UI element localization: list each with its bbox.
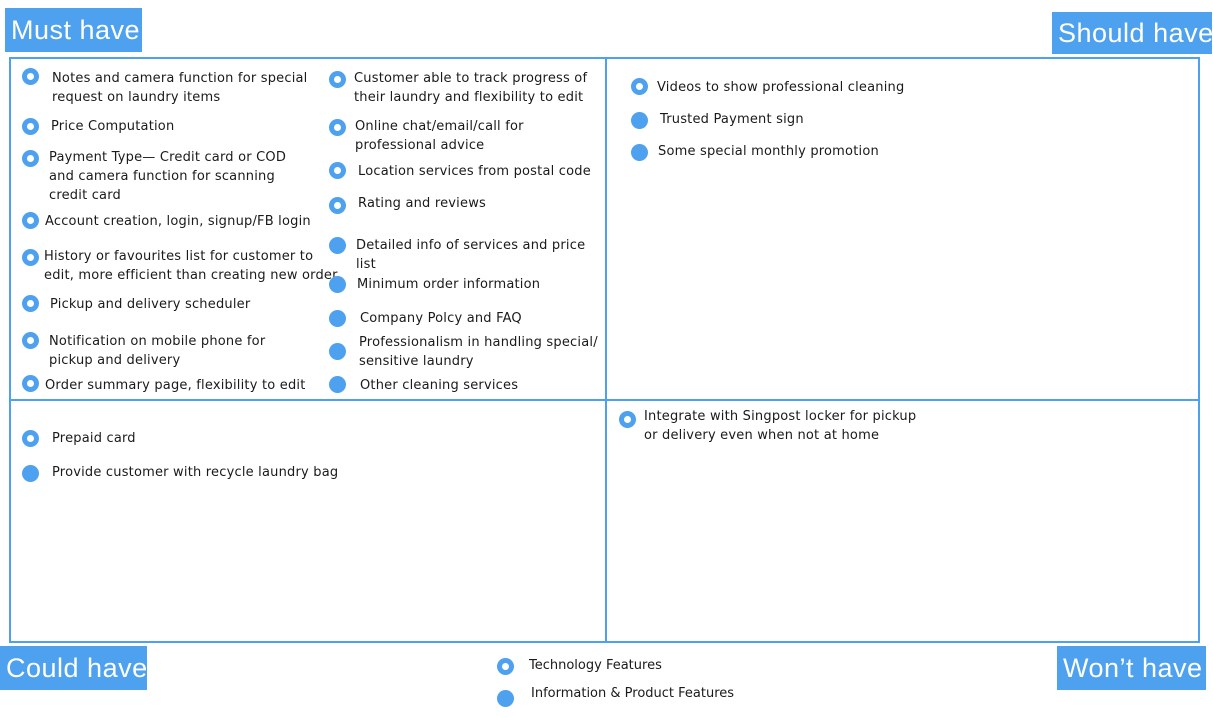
wont-item: Integrate with Singpost locker for picku…: [644, 407, 916, 445]
must-col2-item: Minimum order information: [357, 275, 540, 294]
must-have-label: Must have: [5, 8, 142, 52]
should-item: Videos to show professional cleaning: [657, 78, 904, 97]
should-item: Some special monthly promotion: [658, 142, 879, 161]
must-col2-item: Company Polcy and FAQ: [360, 309, 522, 328]
should-item-text: Some special monthly promotion: [658, 144, 879, 159]
must-col2-item: Online chat/email/call for professional …: [355, 117, 524, 155]
must-col2-item: Professionalism in handling special/ sen…: [359, 333, 598, 371]
tech-feature-bullet-icon: [619, 411, 636, 428]
must-col1-item-text: History or favourites list for customer …: [44, 249, 338, 283]
tech-feature-bullet-icon: [329, 71, 346, 88]
must-col2-item-text: Other cleaning services: [360, 378, 519, 393]
info-feature-bullet-icon: [631, 144, 648, 161]
tech-feature-bullet-icon: [329, 119, 346, 136]
tech-feature-bullet-icon: [22, 249, 39, 266]
could-item-text: Provide customer with recycle laundry ba…: [52, 465, 339, 480]
wont-have-label: Won’t have: [1057, 646, 1206, 690]
tech-feature-bullet-icon: [631, 78, 648, 95]
must-col1-item-text: Price Computation: [51, 119, 175, 134]
must-col2-item: Customer able to track progress of their…: [354, 69, 587, 107]
info-feature-bullet-icon: [329, 310, 346, 327]
tech-feature-bullet-icon: [22, 295, 39, 312]
should-have-label: Should have: [1052, 12, 1213, 54]
must-col1-item-text: Notification on mobile phone for pickup …: [49, 334, 266, 368]
must-col2-item-text: Location services from postal code: [358, 164, 591, 179]
must-col1-item: History or favourites list for customer …: [44, 247, 338, 285]
could-item-text: Prepaid card: [52, 431, 136, 446]
info-feature-bullet-icon: [329, 376, 346, 393]
tech-feature-bullet-icon: [329, 162, 346, 179]
moscow-matrix: [9, 57, 1200, 643]
must-col1-item-text: Notes and camera function for special re…: [52, 71, 308, 105]
info-feature-bullet-icon: [631, 112, 648, 129]
must-col2-item-text: Minimum order information: [357, 277, 541, 292]
must-col2-item-text: Rating and reviews: [358, 196, 487, 211]
tech-feature-bullet-icon: [22, 212, 39, 229]
must-col1-item: Notification on mobile phone for pickup …: [49, 332, 265, 370]
must-col2-item: Other cleaning services: [360, 376, 518, 395]
must-col2-item-text: Online chat/email/call for professional …: [355, 119, 524, 153]
legend-info-label: Information & Product Features: [531, 686, 735, 701]
legend-tech-bullet-icon: [497, 658, 514, 675]
must-col2-item-text: Customer able to track progress of their…: [354, 71, 588, 105]
must-col2-item-text: Company Polcy and FAQ: [360, 311, 522, 326]
tech-feature-bullet-icon: [22, 150, 39, 167]
vertical-divider: [605, 59, 607, 641]
tech-feature-bullet-icon: [22, 68, 39, 85]
must-col1-item: Account creation, login, signup/FB login: [45, 212, 311, 231]
info-feature-bullet-icon: [329, 237, 346, 254]
must-col1-item: Notes and camera function for special re…: [52, 69, 308, 107]
horizontal-divider: [11, 399, 1198, 401]
should-item-text: Videos to show professional cleaning: [657, 80, 905, 95]
tech-feature-bullet-icon: [22, 375, 39, 392]
tech-feature-bullet-icon: [22, 332, 39, 349]
tech-feature-bullet-icon: [329, 197, 346, 214]
must-col2-item: Detailed info of services and price list: [356, 236, 585, 274]
legend-info-bullet-icon: [497, 690, 514, 707]
should-item: Trusted Payment sign: [660, 110, 804, 129]
must-col1-item-text: Payment Type— Credit card or COD and cam…: [49, 150, 287, 203]
must-col2-item: Rating and reviews: [358, 194, 486, 213]
must-col1-item: Order summary page, flexibility to edit: [45, 376, 306, 395]
must-col1-item-text: Order summary page, flexibility to edit: [45, 378, 306, 393]
legend-tech-label: Technology Features: [529, 658, 662, 673]
must-col1-item: Price Computation: [51, 117, 174, 136]
could-item: Prepaid card: [52, 429, 136, 448]
info-feature-bullet-icon: [329, 276, 346, 293]
tech-feature-bullet-icon: [22, 430, 39, 447]
must-col1-item: Pickup and delivery scheduler: [50, 295, 250, 314]
tech-feature-bullet-icon: [22, 118, 39, 135]
info-feature-bullet-icon: [22, 465, 39, 482]
info-feature-bullet-icon: [329, 343, 346, 360]
must-col1-item-text: Account creation, login, signup/FB login: [45, 214, 311, 229]
wont-item-text: Integrate with Singpost locker for picku…: [644, 409, 917, 443]
must-col2-item: Location services from postal code: [358, 162, 591, 181]
could-have-label: Could have: [0, 646, 147, 690]
must-col1-item: Payment Type— Credit card or COD and cam…: [49, 148, 286, 205]
could-item: Provide customer with recycle laundry ba…: [52, 463, 338, 482]
must-col1-item-text: Pickup and delivery scheduler: [50, 297, 251, 312]
must-col2-item-text: Professionalism in handling special/ sen…: [359, 335, 598, 369]
must-col2-item-text: Detailed info of services and price list: [356, 238, 586, 272]
should-item-text: Trusted Payment sign: [660, 112, 804, 127]
